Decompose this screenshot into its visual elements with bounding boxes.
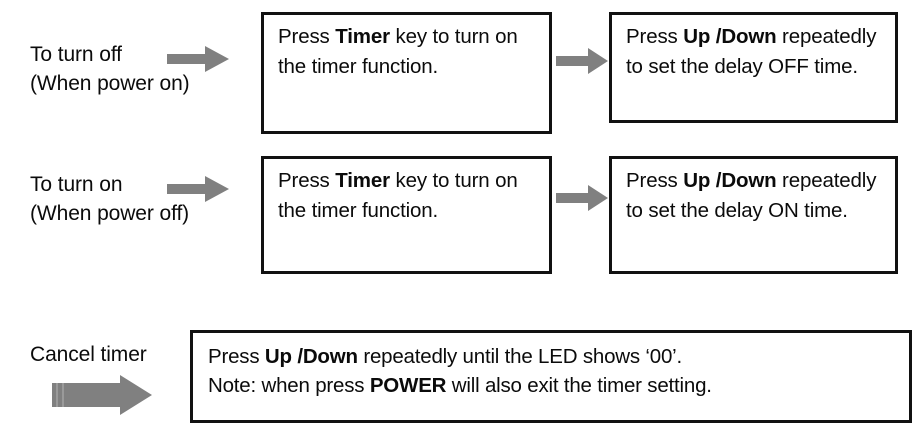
- right-arrow-icon: [556, 48, 608, 74]
- cancel-line-1-bold: Up /Down: [264, 345, 358, 368]
- row-2-step-1-prefix: Press: [278, 169, 336, 192]
- cancel-timer-line-2: Note: when press POWER will also exit th…: [208, 371, 904, 401]
- row-2-step-1-box: Press Timer key to turn on the timer fun…: [261, 156, 552, 274]
- row-1-step-1-box: Press Timer key to turn on the timer fun…: [261, 12, 552, 134]
- row-2-step-1-text: Press Timer key to turn on the timer fun…: [278, 166, 543, 226]
- row-1-step-2-bold: Up /Down: [683, 25, 777, 48]
- row-2-step-1-bold: Timer: [335, 169, 390, 192]
- row-1-step-1-suffix: key to turn on the timer function.: [278, 25, 518, 78]
- row-1-step-1-text: Press Timer key to turn on the timer fun…: [278, 22, 543, 82]
- row-2-step-2-suffix: repeatedly to set the delay ON time.: [626, 169, 877, 222]
- cancel-line-2-prefix: Note: when press: [208, 374, 370, 397]
- row-1-step-2-prefix: Press: [626, 25, 684, 48]
- cancel-timer-label: Cancel timer: [30, 343, 147, 366]
- row-2-label-line-2: (When power off): [30, 202, 190, 225]
- row-1-step-2-suffix: repeatedly to set the delay OFF time.: [626, 25, 877, 78]
- cancel-line-1-prefix: Press: [208, 345, 265, 368]
- right-arrow-icon: [556, 185, 608, 211]
- row-1-label: To turn off (When power on): [30, 40, 190, 98]
- row-2-step-2-text: Press Up /Down repeatedly to set the del…: [626, 166, 889, 226]
- row-1-step-1-bold: Timer: [335, 25, 390, 48]
- right-arrow-icon: [167, 176, 229, 202]
- cancel-line-2-suffix: will also exit the timer setting.: [446, 374, 712, 397]
- row-1-label-line-2: (When power on): [30, 72, 190, 95]
- thick-right-arrow-icon: [52, 375, 152, 415]
- cancel-timer-line-1: Press Up /Down repeatedly until the LED …: [208, 342, 904, 372]
- row-2-step-2-bold: Up /Down: [683, 169, 777, 192]
- row-1-step-2-box: Press Up /Down repeatedly to set the del…: [609, 12, 898, 123]
- row-2-step-2-box: Press Up /Down repeatedly to set the del…: [609, 156, 898, 274]
- row-2-step-1-suffix: key to turn on the timer function.: [278, 169, 518, 222]
- row-2-step-2-prefix: Press: [626, 169, 684, 192]
- row-2-label-line-1: To turn on: [30, 173, 123, 196]
- cancel-timer-box: Press Up /Down repeatedly until the LED …: [190, 330, 912, 423]
- row-1-label-line-1: To turn off: [30, 43, 122, 66]
- row-1-step-1-prefix: Press: [278, 25, 336, 48]
- cancel-line-1-suffix: repeatedly until the LED shows ‘00’.: [357, 345, 683, 368]
- cancel-line-2-bold: POWER: [369, 374, 447, 397]
- row-2-label: To turn on (When power off): [30, 170, 189, 228]
- right-arrow-icon: [167, 46, 229, 72]
- row-1-step-2-text: Press Up /Down repeatedly to set the del…: [626, 22, 889, 82]
